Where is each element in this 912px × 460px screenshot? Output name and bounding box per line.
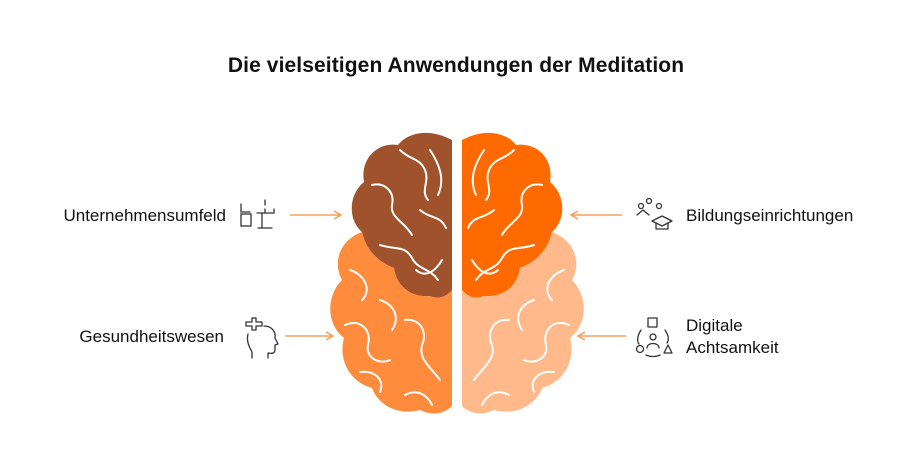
digital-shapes-icon (635, 317, 673, 358)
office-desk-icon (240, 199, 275, 229)
arrow-bildungseinrichtungen (569, 210, 622, 220)
arrow-unternehmensumfeld (290, 210, 343, 220)
label-achtsamkeit: Achtsamkeit (686, 338, 779, 357)
arrow-gesundheitswesen (285, 331, 335, 341)
health-head-icon (245, 317, 279, 359)
label-digitale-achtsamkeit: Digitale Achtsamkeit (686, 315, 779, 359)
brain-top-right-lobe (462, 132, 563, 298)
label-digitale: Digitale (686, 316, 743, 335)
graduation-cap-icon (636, 197, 673, 230)
label-gesundheitswesen: Gesundheitswesen (79, 327, 224, 346)
brain-top-left-lobe (351, 132, 452, 298)
page-title: Die vielseitigen Anwendungen der Meditat… (227, 54, 685, 77)
label-bildungseinrichtungen: Bildungseinrichtungen (686, 206, 854, 225)
label-unternehmensumfeld: Unternehmensumfeld (63, 206, 226, 225)
arrow-digitale-achtsamkeit (576, 331, 626, 341)
brain-folds (344, 149, 570, 406)
